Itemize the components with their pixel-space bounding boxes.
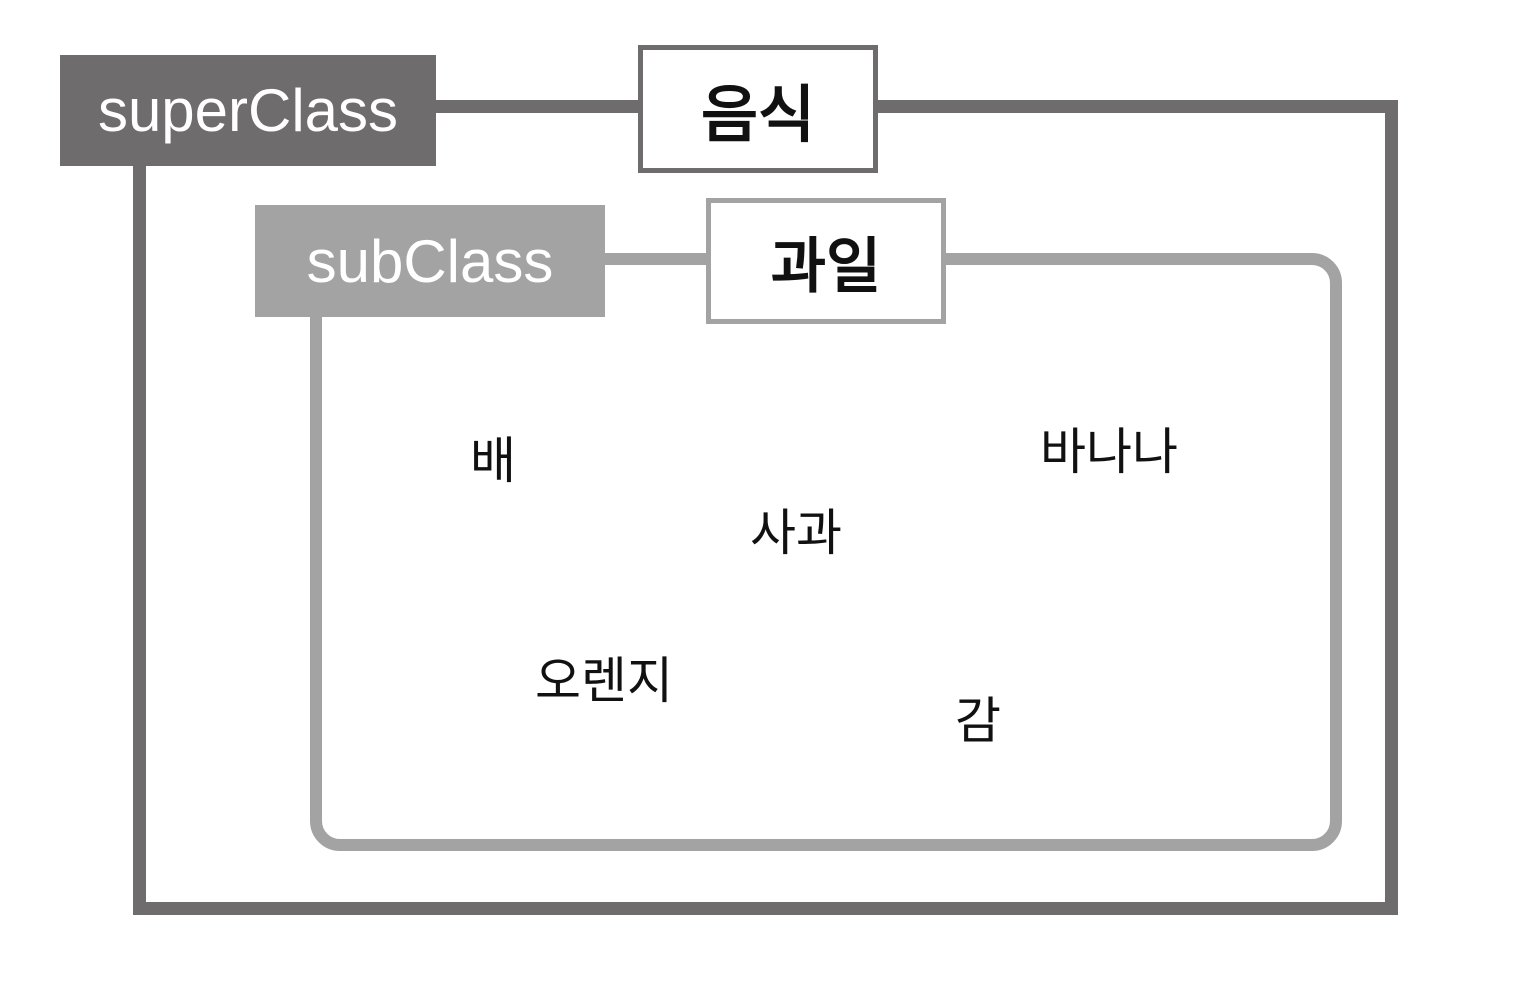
superclass-name: 음식: [638, 45, 878, 173]
member-orange: 오렌지: [535, 652, 673, 710]
member-apple: 사과: [750, 504, 842, 562]
subclass-frame: [310, 253, 1342, 851]
subclass-name: 과일: [706, 198, 946, 324]
superclass-frame: [133, 100, 1398, 915]
subclass-tag: subClass: [255, 205, 605, 317]
superclass-tag: superClass: [60, 55, 436, 166]
member-persimmon: 감: [955, 692, 1001, 750]
member-pear: 배: [470, 432, 516, 490]
member-banana: 바나나: [1040, 423, 1178, 481]
